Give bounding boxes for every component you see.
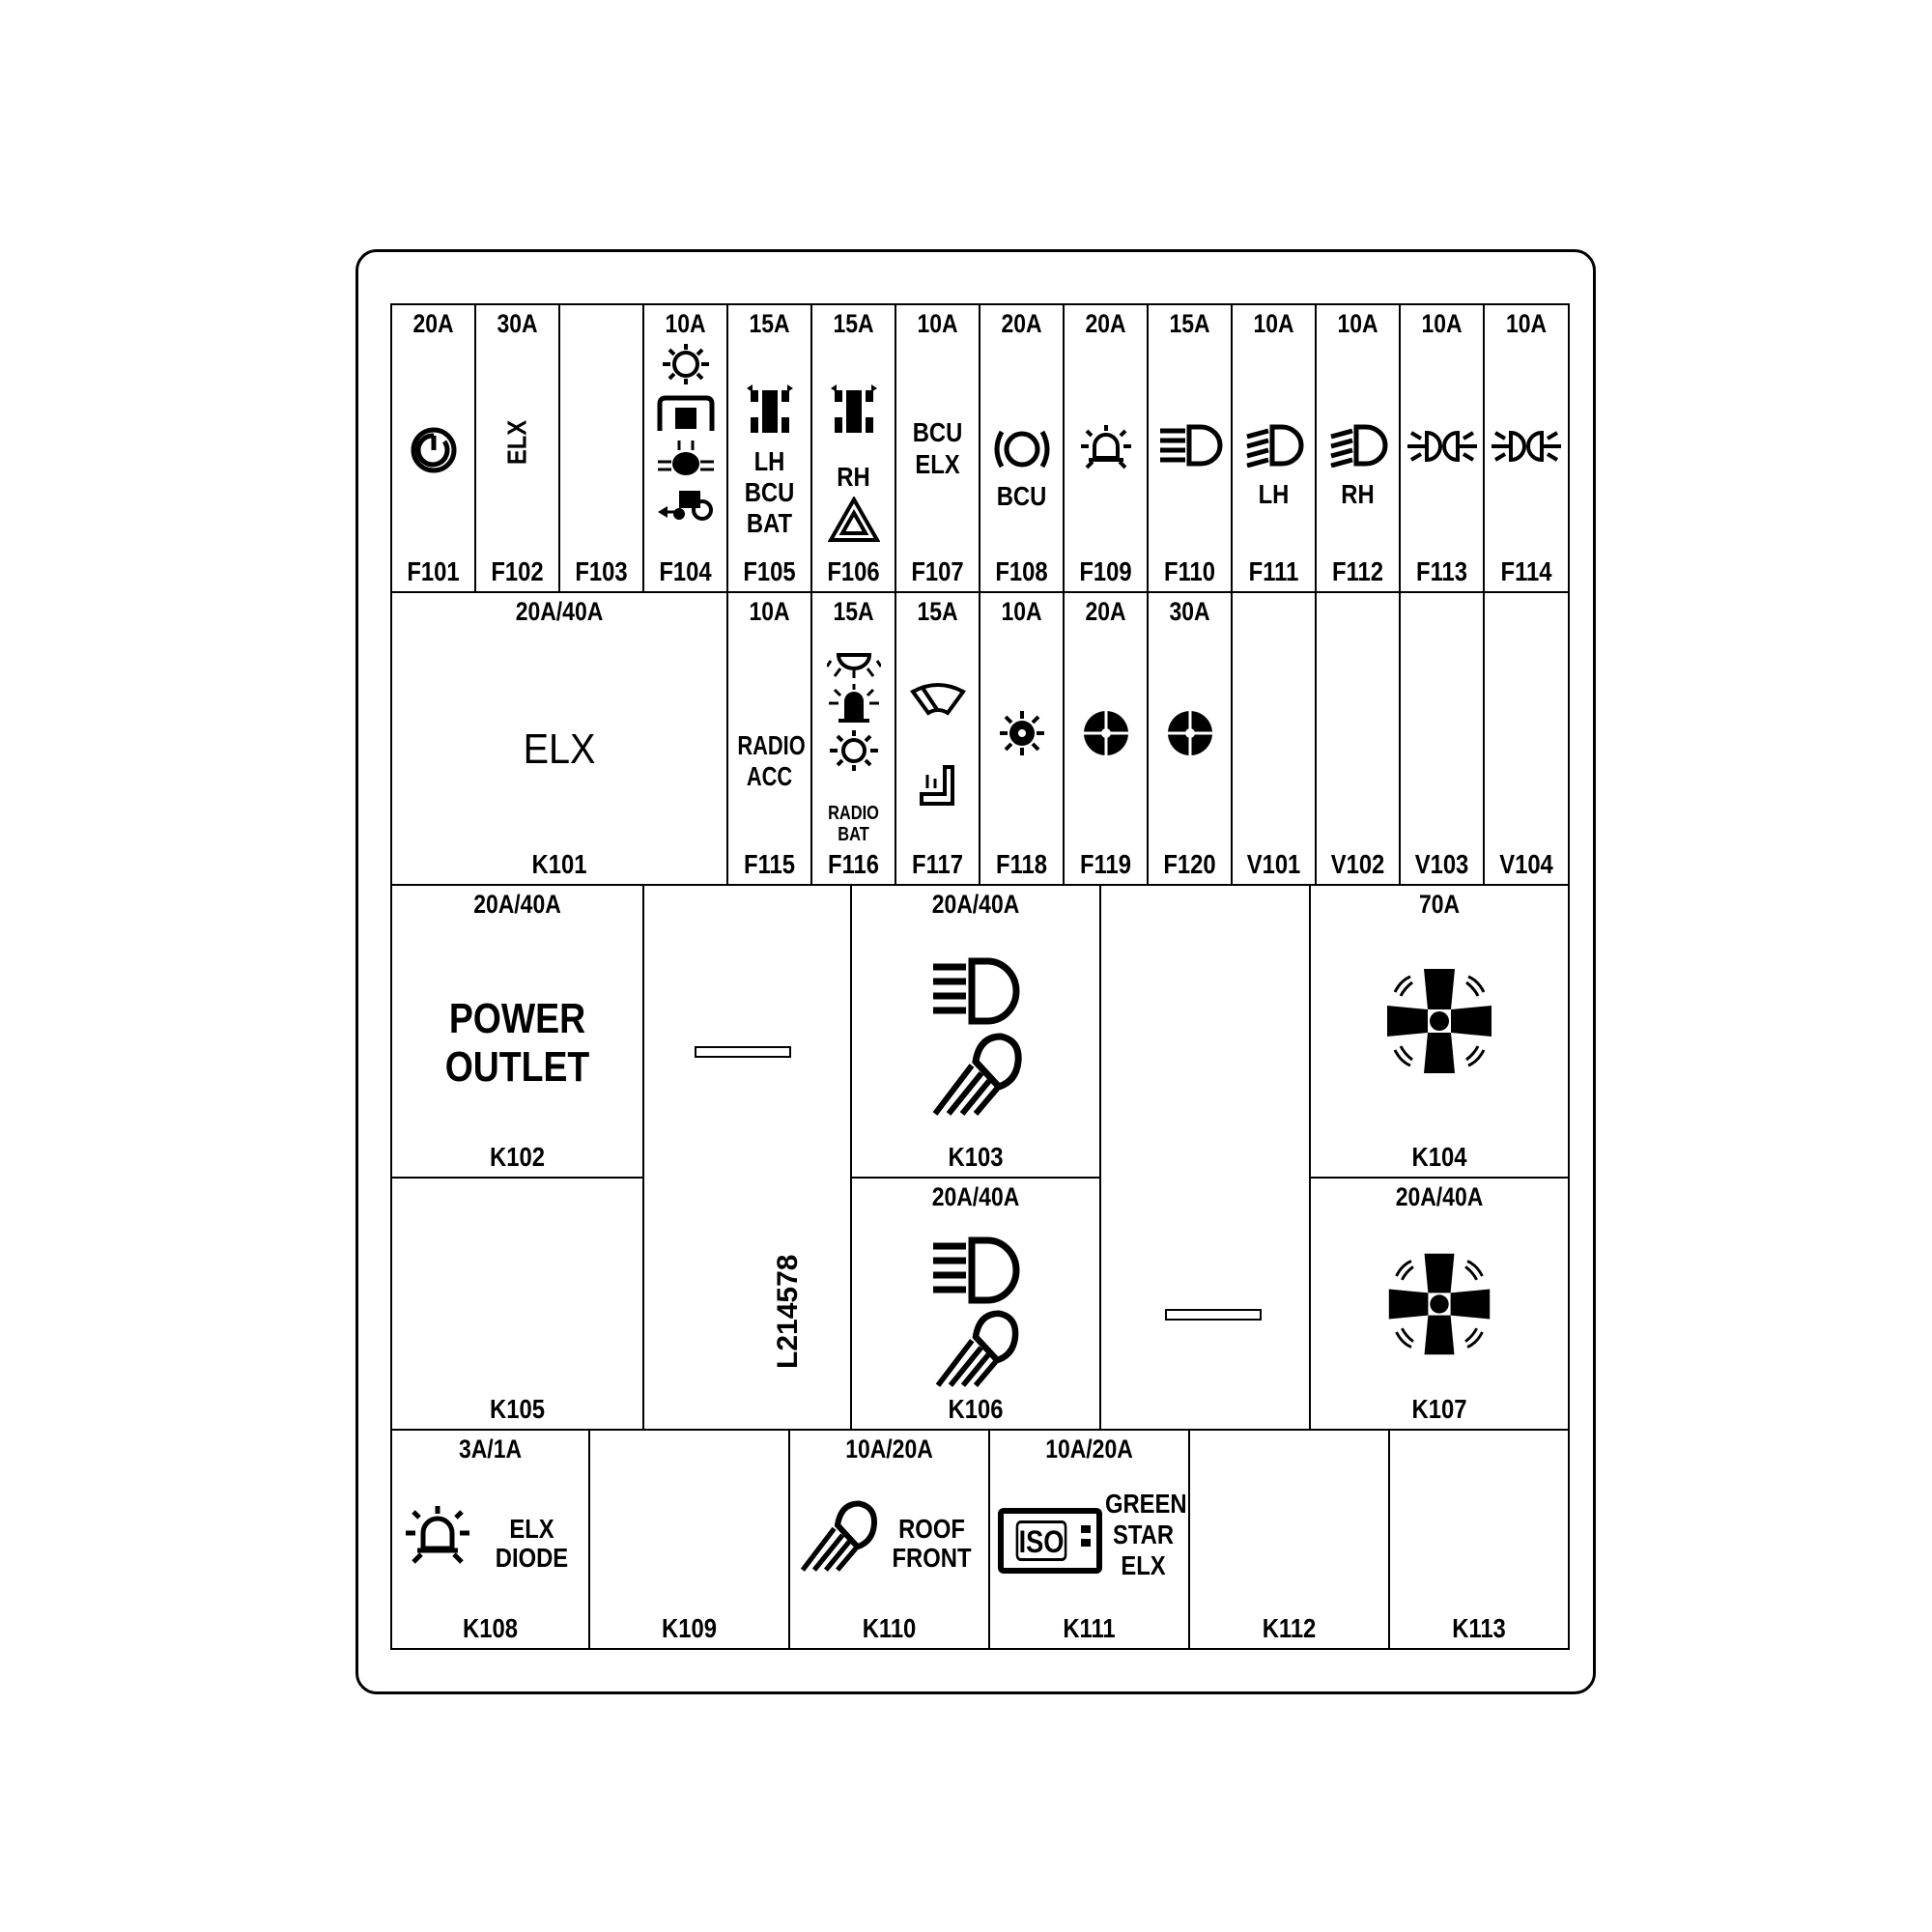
fuse-f104: 10A F104: [642, 303, 728, 593]
fuse-f118: 10A F118: [979, 591, 1065, 886]
beacon-light-icon: [1077, 423, 1135, 471]
diode-v103: V103: [1399, 591, 1485, 886]
high-beam-icon: [927, 957, 1024, 1025]
relay-k106: 20A/40A K106: [850, 1177, 1101, 1431]
rotating-beacon-icon: [825, 684, 883, 724]
fuse-f114: 10A F114: [1483, 303, 1570, 593]
fuse-f107: 10A BCU ELX F107: [895, 303, 980, 593]
high-beam-icon: [927, 1236, 1024, 1304]
relay-k104: 70A K104: [1309, 884, 1570, 1179]
high-beam-icon: [1156, 423, 1224, 468]
fuse-f106: 15A RH F106: [810, 303, 896, 593]
spare-slot-right: [1099, 884, 1311, 1431]
blower-fan-icon: [1381, 963, 1497, 1079]
tractor-top-view-icon: [830, 384, 877, 439]
fan-icon: [1166, 709, 1214, 757]
relay-k111: 10A/20A ISO GREEN STAR ELX K111: [988, 1429, 1190, 1650]
relay-k108: 3A/1A ELX DIODE K108: [390, 1429, 590, 1650]
diode-v101: V101: [1231, 591, 1317, 886]
work-light-beam-icon: [927, 1033, 1024, 1116]
hazard-warning-icon: [827, 497, 880, 543]
air-conditioning-icon: [998, 709, 1046, 757]
fuse-f116: 15A RADIO BAT F116: [810, 591, 896, 886]
relay-k105: K105: [390, 1177, 644, 1431]
fuse-f102: 30A ELX F102: [474, 303, 560, 593]
seat-heater-icon: [656, 439, 716, 481]
fuse-f101: 20A F101: [390, 303, 476, 593]
ignition-key-icon: [410, 426, 458, 474]
relay-k109: K109: [588, 1429, 790, 1650]
fuse-f120: 30A F120: [1147, 591, 1233, 886]
fuse-f110: 15A F110: [1147, 303, 1233, 593]
fuse-f105: 15A LH BCU BAT F105: [726, 303, 812, 593]
fan-icon: [1082, 709, 1130, 757]
cab-icon: [656, 394, 716, 433]
relay-k103: 20A/40A K103: [850, 884, 1101, 1179]
beacon-light-icon: [404, 1504, 471, 1566]
low-beam-icon: [1243, 423, 1305, 468]
document-code: L214578: [772, 1254, 804, 1369]
relay-k110: 10A/20A ROOF FRONT K110: [788, 1429, 990, 1650]
diode-v104: V104: [1483, 591, 1570, 886]
relay-k102: 20A/40A POWER OUTLET K102: [390, 884, 644, 1179]
heated-seat-icon: [914, 765, 962, 810]
relay-k101: 20A/40A ELX K101: [390, 591, 728, 886]
fuse-f108: 20A BCU F108: [979, 303, 1065, 593]
side-lights-icon: [1490, 427, 1563, 466]
iso-monitor-icon: ISO: [998, 1508, 1102, 1574]
fuse-f109: 20A F109: [1063, 303, 1149, 593]
relay-k107: 20A/40A K107: [1309, 1177, 1570, 1431]
fuse-f113: 10A F113: [1399, 303, 1485, 593]
fuse-panel-frame: [355, 249, 1596, 1694]
fuse-f111: 10A LH F111: [1231, 303, 1317, 593]
interior-light-icon: [826, 651, 881, 680]
work-light-beam-icon: [796, 1500, 879, 1572]
low-beam-icon: [1327, 423, 1389, 468]
relay-k112: K112: [1188, 1429, 1390, 1650]
brake-icon: [990, 426, 1054, 472]
fuse-f103: F103: [558, 303, 644, 593]
blower-fan-icon: [1383, 1248, 1495, 1360]
fuse-f112: 10A RH F112: [1315, 303, 1401, 593]
relay-k113: K113: [1388, 1429, 1570, 1650]
slot-bar: [1165, 1309, 1262, 1321]
diode-v102: V102: [1315, 591, 1401, 886]
tractor-top-view-icon: [746, 384, 793, 439]
work-light-icon: [657, 342, 715, 386]
side-lights-icon: [1406, 427, 1479, 466]
wiper-icon: [909, 680, 967, 724]
fuse-f115: 10A RADIO ACC F115: [726, 591, 812, 886]
spare-slot-left: L214578: [642, 884, 852, 1431]
slot-bar: [695, 1046, 791, 1058]
tractor-reverse-icon: [656, 483, 716, 522]
work-light-icon: [826, 728, 882, 773]
fuse-f117: 15A F117: [895, 591, 980, 886]
fuse-f119: 20A F119: [1063, 591, 1149, 886]
work-light-beam-icon: [927, 1310, 1024, 1387]
